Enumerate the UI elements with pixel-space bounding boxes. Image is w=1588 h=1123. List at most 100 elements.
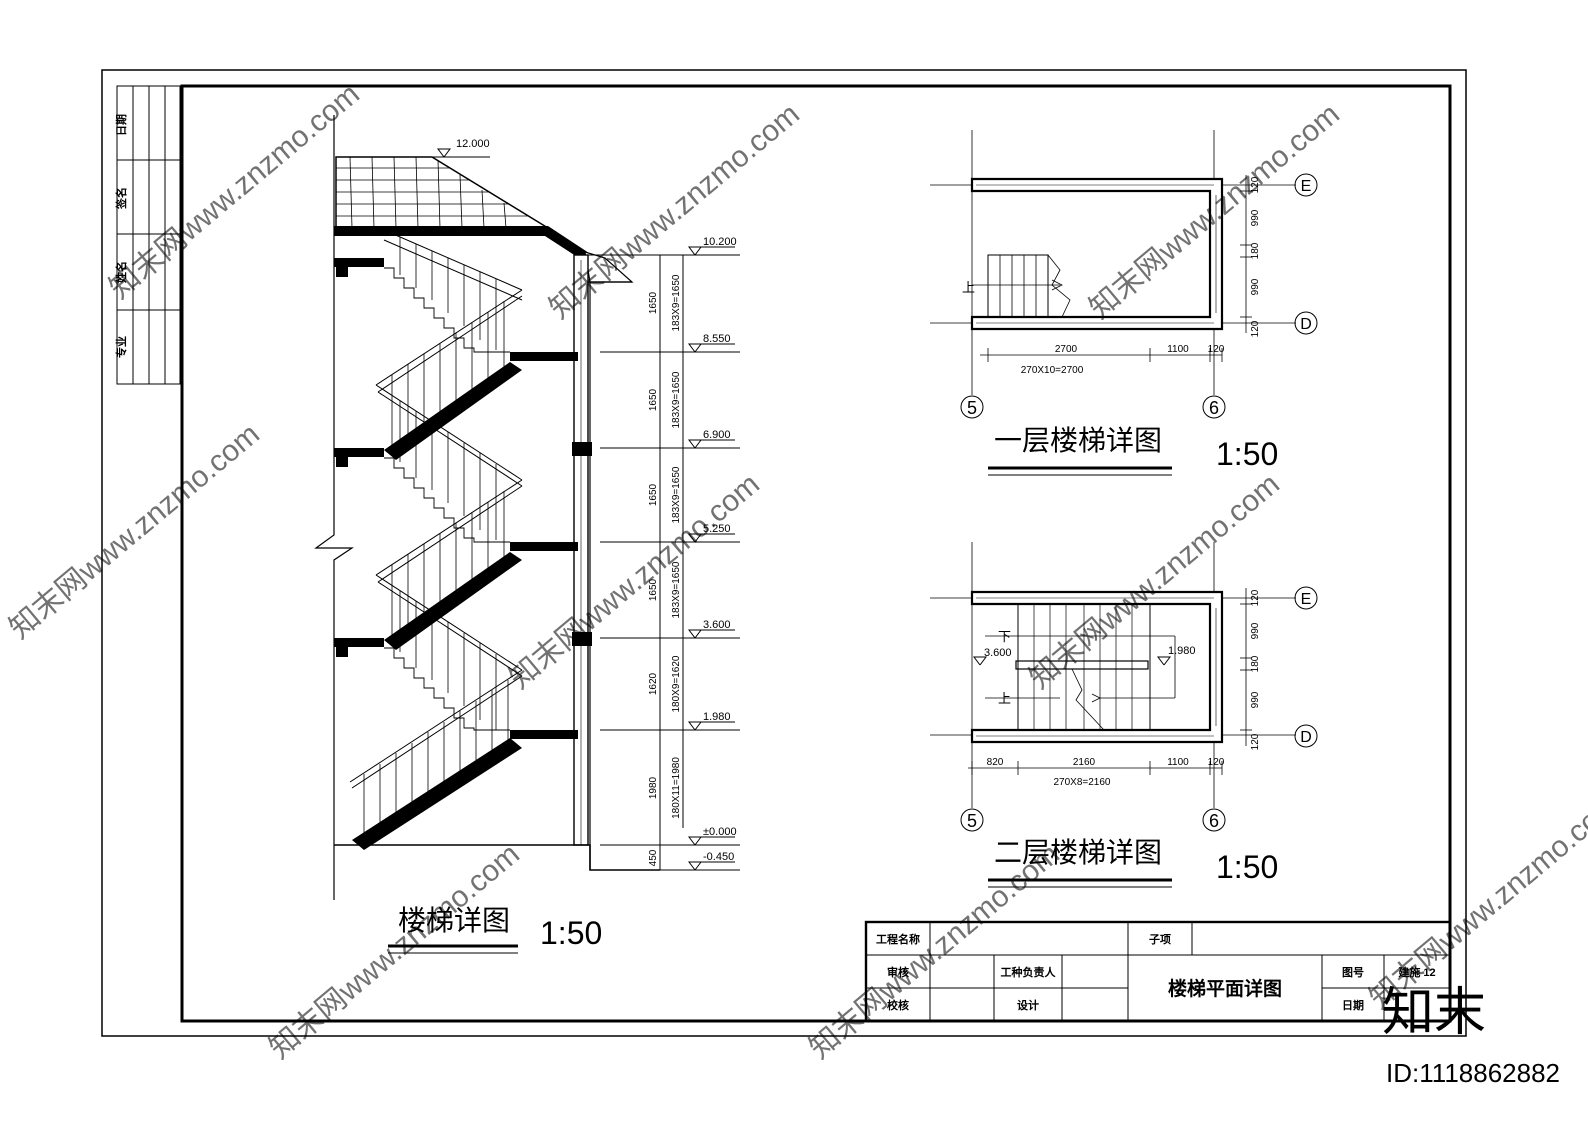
plan1f-axis-6: 6 xyxy=(1209,398,1219,418)
plan2f-rdim-4: 990 xyxy=(1250,691,1261,708)
landing-left-3600 xyxy=(334,638,384,647)
plan1f-up-label: 上 xyxy=(962,280,975,295)
watermark-text: 知末网www.znzmo.com xyxy=(803,838,1066,1066)
plan1f-rdim-1: 120 xyxy=(1250,176,1261,193)
plan2f-axis-5: 5 xyxy=(967,811,977,831)
elevation-8550: 8.550 xyxy=(703,333,731,345)
watermark-text: 知末网www.znzmo.com xyxy=(3,418,266,646)
rise-dim-7: 450 xyxy=(648,849,659,866)
plan1f-rdim-2: 990 xyxy=(1250,209,1261,226)
step-note-6: 180X11=1980 xyxy=(671,757,682,819)
side-strip-sign: 签名 xyxy=(114,187,128,210)
plan1f-scale: 1:50 xyxy=(1216,436,1278,472)
watermark-text: 知末网www.znzmo.com xyxy=(1363,788,1588,1016)
section-title: 楼梯详图 xyxy=(398,905,510,936)
tb-sheet-no-value: 建施 12 xyxy=(1398,965,1435,979)
section-dim-chain xyxy=(588,254,740,871)
tb-engineer-label: 工种负责人 xyxy=(1001,965,1057,979)
section-scale: 1:50 xyxy=(540,915,602,951)
watermark-logo: 知末 xyxy=(1382,984,1486,1042)
side-signoff-strip xyxy=(116,85,181,385)
step-note-1: 183X9=1650 xyxy=(671,274,682,331)
step-note-4: 183X9=1650 xyxy=(671,561,682,618)
plan2f-dim-820: 820 xyxy=(987,757,1004,768)
plan2f-title: 二层楼梯详图 xyxy=(994,837,1162,868)
plan2f-dim-2160: 2160 xyxy=(1073,757,1096,768)
tb-design-label: 设计 xyxy=(1017,998,1039,1012)
plan2f-dim-note: 270X8=2160 xyxy=(1053,777,1110,788)
plan2f-axis-6: 6 xyxy=(1209,811,1219,831)
plan1f-dim-1100: 1100 xyxy=(1167,344,1189,355)
tb-project-name-label: 工程名称 xyxy=(876,932,920,946)
landing-right-5250 xyxy=(510,542,578,551)
tb-drawing-title: 楼梯平面详图 xyxy=(1168,977,1282,1000)
landing-left-10200 xyxy=(334,258,384,267)
watermark-text: 知末网www.znzmo.com xyxy=(1023,468,1286,696)
tb-sheet-no-label: 图号 xyxy=(1342,966,1364,979)
elevation-minus-0450: -0.450 xyxy=(703,851,734,863)
side-strip-date: 日期 xyxy=(114,114,128,136)
landing-right-1980 xyxy=(510,730,578,739)
plan1f-axis-E: E xyxy=(1301,178,1312,195)
side-strip-discipline: 专业 xyxy=(114,336,128,358)
elevation-6900: 6.900 xyxy=(703,429,731,441)
rise-dim-4: 1650 xyxy=(648,578,659,601)
plan1f-dim-2700: 2700 xyxy=(1055,344,1078,355)
plan2f-dim-120: 120 xyxy=(1208,757,1225,768)
plan2f-axis-E: E xyxy=(1301,591,1312,608)
break-line xyxy=(314,115,354,900)
plan2f-rdim-5: 120 xyxy=(1250,733,1261,750)
rise-dim-5: 1620 xyxy=(648,672,659,695)
plan1f-dim-note: 270X10=2700 xyxy=(1021,365,1084,376)
watermark-text: 知末网www.znzmo.com xyxy=(503,468,766,696)
elevation-markers xyxy=(432,148,735,871)
sheet-frame xyxy=(101,69,1467,1037)
step-note-5: 180X9=1620 xyxy=(671,655,682,712)
plan2f-down-label: 下 xyxy=(998,629,1011,644)
tb-review-label: 审核 xyxy=(887,965,909,979)
tb-check-label: 校核 xyxy=(887,998,909,1012)
balusters xyxy=(363,237,509,840)
plan1f-dim-120: 120 xyxy=(1208,344,1225,355)
projected-flights xyxy=(384,267,510,731)
elevation-10200: 10.200 xyxy=(703,236,737,248)
flight-cut-3 xyxy=(384,362,522,460)
plan2f-dim-1100: 1100 xyxy=(1167,757,1189,768)
stair-section xyxy=(314,115,740,900)
plan1f-rdim-3: 180 xyxy=(1250,242,1261,259)
side-strip-name: 姓名 xyxy=(114,261,128,283)
rise-dim-1: 1650 xyxy=(648,291,659,314)
ground-line xyxy=(334,844,660,871)
tb-date-label: 日期 xyxy=(1342,998,1364,1012)
flight-cut-2 xyxy=(384,552,522,650)
step-note-3: 183X9=1650 xyxy=(671,466,682,523)
elevation-0000: ±0.000 xyxy=(703,826,737,838)
landing-left-6900 xyxy=(334,448,384,457)
elevation-1980: 1.980 xyxy=(703,711,731,723)
watermark-text: 知末网www.znzmo.com xyxy=(263,838,526,1066)
plan2f-rdim-3: 180 xyxy=(1250,655,1261,672)
plan2f-up-label: 上 xyxy=(998,691,1011,706)
plan1f-title: 一层楼梯详图 xyxy=(994,425,1162,456)
rise-dim-6: 1980 xyxy=(648,776,659,799)
handrails xyxy=(349,229,523,789)
plan2f-scale: 1:50 xyxy=(1216,849,1278,885)
plan2f-landing-elev-right: 1.980 xyxy=(1168,645,1196,657)
plan1f-axis-D: D xyxy=(1300,316,1312,333)
plan2f-landing-elev-left: 3.600 xyxy=(984,647,1012,659)
rise-dim-2: 1650 xyxy=(648,388,659,411)
watermark-id: ID:1118862882 xyxy=(1386,1058,1560,1088)
roof-slab xyxy=(334,226,592,260)
step-note-2: 183X9=1650 xyxy=(671,371,682,428)
plan1f-axis-5: 5 xyxy=(967,398,977,418)
rise-dim-3: 1650 xyxy=(648,483,659,506)
roof-elevation: 12.000 xyxy=(456,138,490,150)
watermark-layer: 知末网www.znzmo.com 知末网www.znzmo.com 知末网www… xyxy=(3,78,1588,1088)
title-block xyxy=(864,920,1452,1023)
plan1f-rdim-4: 990 xyxy=(1250,278,1261,295)
plan2f-axis-D: D xyxy=(1300,729,1312,746)
landing-right-8550 xyxy=(510,352,578,361)
plan-2f xyxy=(930,542,1318,832)
elevation-5250: 5.250 xyxy=(703,523,731,535)
